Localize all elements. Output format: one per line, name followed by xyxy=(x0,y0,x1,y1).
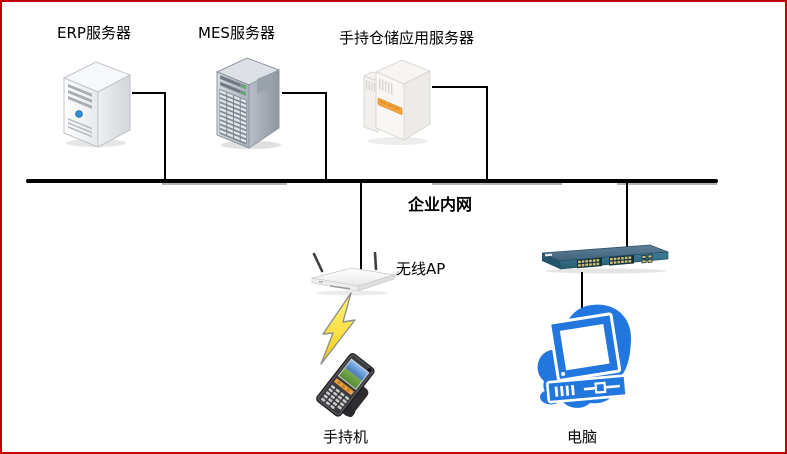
ethernet-switch-icon xyxy=(541,244,669,274)
desktop-computer-icon xyxy=(537,304,632,408)
erp-server-label: ERP服务器 xyxy=(57,24,131,42)
bus-line-shadow xyxy=(432,183,562,185)
connector-erp xyxy=(132,92,166,94)
mes-server-icon xyxy=(215,57,281,149)
connector-hhs xyxy=(486,86,488,180)
desktop-computer-label: 电脑 xyxy=(567,428,598,446)
handheld-terminal-label: 手持机 xyxy=(323,428,369,446)
wireless-link-bolt-icon xyxy=(320,292,356,365)
connector-mes xyxy=(325,92,327,180)
connector-switch xyxy=(626,183,628,248)
connector-mes xyxy=(282,92,327,94)
bus-line-shadow xyxy=(617,183,717,185)
mes-server-label: MES服务器 xyxy=(198,24,275,42)
intranet-bus-line xyxy=(26,179,718,183)
connector-erp xyxy=(164,92,166,180)
wireless-ap-label: 无线AP xyxy=(396,260,446,278)
connector-hhs xyxy=(432,86,488,88)
wireless-ap-icon xyxy=(311,252,400,296)
warehouse-app-server-icon xyxy=(362,59,432,145)
intranet-bus-label: 企业内网 xyxy=(408,195,473,214)
connector-pc xyxy=(581,272,583,308)
warehouse-app-server-label: 手持仓储应用服务器 xyxy=(339,29,475,47)
erp-server-icon xyxy=(62,61,132,148)
bus-line-shadow xyxy=(162,183,287,185)
connector-ap xyxy=(360,183,362,270)
handheld-terminal-icon xyxy=(316,353,375,418)
